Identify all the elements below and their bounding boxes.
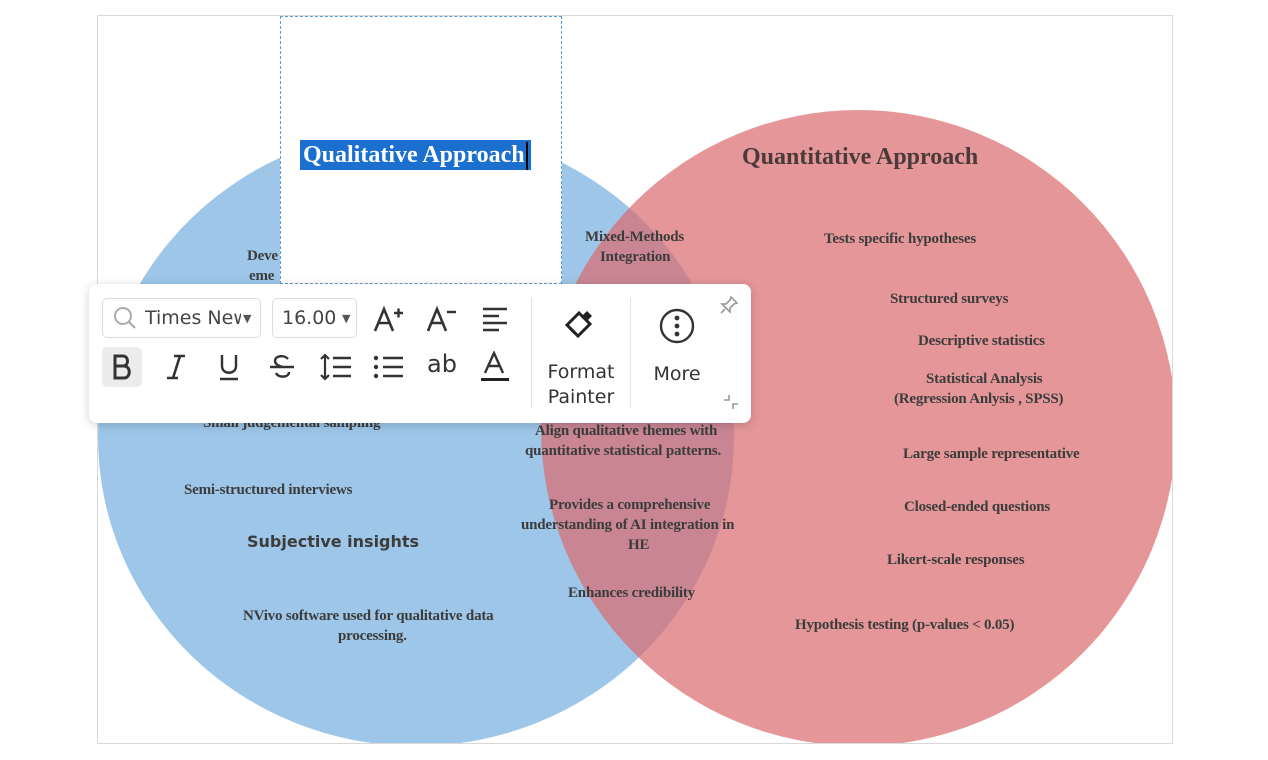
collapse-button[interactable]	[713, 384, 749, 420]
overlap-credibility[interactable]: Enhances credibility	[568, 585, 695, 601]
bullet-list-button[interactable]	[369, 347, 409, 387]
bold-button[interactable]	[102, 347, 142, 387]
quantitative-circle[interactable]	[541, 110, 1172, 743]
toolbar-divider	[630, 298, 631, 408]
font-color-button[interactable]	[475, 347, 515, 387]
pin-button[interactable]	[711, 287, 747, 323]
decrease-font-icon	[426, 305, 456, 332]
left-item-insights[interactable]: Subjective insights	[247, 532, 420, 551]
chevron-down-icon: ▼	[342, 311, 351, 325]
left-item-partial-1[interactable]: Deve	[247, 248, 278, 264]
increase-font-icon	[373, 305, 403, 332]
text-caret	[525, 142, 528, 171]
italic-button[interactable]	[156, 347, 196, 387]
toolbar-divider	[531, 298, 532, 408]
text-case-button[interactable]: ab	[422, 344, 462, 384]
strikethrough-button[interactable]	[262, 347, 302, 387]
left-item-interviews[interactable]: Semi-structured interviews	[184, 482, 353, 498]
right-item-p-values[interactable]: Hypothesis testing (p-values < 0.05)	[795, 617, 1015, 633]
collapse-icon	[724, 395, 738, 409]
font-family-value: Times New Roman	[145, 307, 241, 329]
align-left-icon	[483, 307, 507, 332]
diagram-canvas[interactable]: Qualitative Approach Quantitative Approa…	[97, 15, 1173, 744]
decrease-font-size-button[interactable]	[421, 299, 461, 339]
right-item-large-sample[interactable]: Large sample representative	[903, 446, 1080, 462]
qualitative-title[interactable]: Qualitative Approach	[300, 140, 531, 171]
font-color-icon	[481, 351, 509, 381]
format-painter-icon	[564, 310, 593, 339]
overlap-comp-line-3[interactable]: HE	[628, 537, 650, 553]
bold-icon	[113, 354, 131, 380]
italic-icon	[167, 354, 185, 380]
overlap-align-line-1[interactable]: Align qualitative themes with	[535, 423, 718, 439]
left-item-partial-2[interactable]: eme	[249, 268, 275, 284]
chevron-down-icon: ▼	[243, 311, 252, 325]
more-button[interactable]	[657, 306, 697, 346]
bullet-list-icon	[373, 355, 403, 379]
right-item-closed-ended[interactable]: Closed-ended questions	[904, 499, 1051, 515]
pin-icon	[720, 295, 739, 314]
search-icon	[113, 306, 137, 330]
font-size-value: 16.00	[282, 307, 337, 329]
quantitative-title[interactable]: Quantitative Approach	[742, 144, 979, 170]
text-case-label: ab	[427, 350, 457, 378]
text-format-toolbar: Times New Roman ▼ 16.00 ▼ ab	[89, 284, 751, 423]
line-spacing-icon	[320, 353, 351, 381]
left-item-nvivo-line-2[interactable]: processing.	[338, 628, 407, 644]
overlap-mixed-line-1[interactable]: Mixed-Methods	[585, 229, 685, 245]
more-label[interactable]: More	[653, 363, 701, 385]
font-size-select[interactable]: 16.00 ▼	[272, 298, 357, 338]
overlap-mixed-line-2[interactable]: Integration	[600, 249, 671, 265]
overlap-comp-line-1[interactable]: Provides a comprehensive	[549, 497, 711, 513]
right-item-stat-line-2[interactable]: (Regression Anlysis , SPSS)	[894, 391, 1064, 407]
underline-button[interactable]	[209, 347, 249, 387]
overlap-align-line-2[interactable]: quantitative statistical patterns.	[525, 443, 722, 459]
align-button[interactable]	[475, 299, 515, 339]
format-painter-label[interactable]: Format Painter	[547, 361, 615, 408]
left-item-nvivo-line-1[interactable]: NVivo software used for qualitative data	[243, 608, 494, 624]
format-painter-button[interactable]	[559, 304, 599, 344]
strikethrough-icon	[270, 355, 294, 378]
right-item-likert[interactable]: Likert-scale responses	[887, 552, 1025, 568]
font-family-select[interactable]: Times New Roman ▼	[102, 298, 261, 338]
right-item-surveys[interactable]: Structured surveys	[890, 291, 1009, 307]
right-item-descriptive[interactable]: Descriptive statistics	[918, 333, 1045, 349]
line-spacing-button[interactable]	[316, 347, 356, 387]
more-options-icon	[659, 308, 695, 344]
increase-font-size-button[interactable]	[368, 299, 408, 339]
overlap-comp-line-2[interactable]: understanding of AI integration in	[521, 517, 735, 533]
right-item-hypotheses[interactable]: Tests specific hypotheses	[824, 231, 976, 247]
underline-icon	[220, 355, 238, 381]
right-item-stat-line-1[interactable]: Statistical Analysis	[926, 371, 1043, 387]
